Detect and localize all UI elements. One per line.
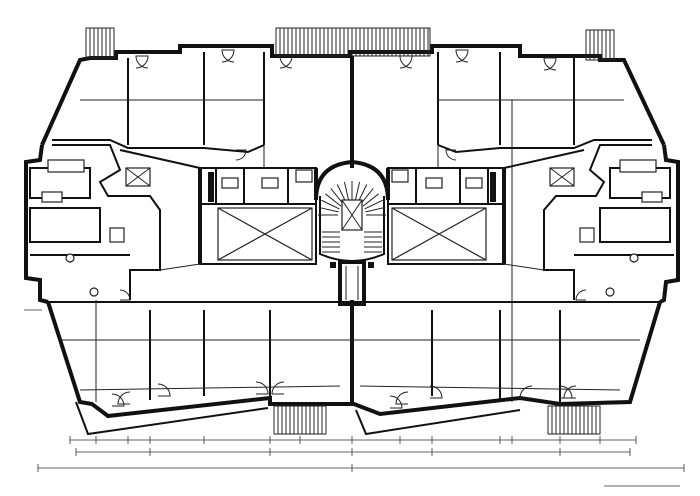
light-wells (217, 207, 487, 261)
doors (111, 49, 587, 409)
balcony-left (75, 401, 269, 436)
balcony-right (355, 409, 521, 436)
bottom-grilles (273, 405, 601, 435)
west-wall (24, 144, 49, 304)
east-wall (659, 144, 680, 304)
south-wall (46, 301, 662, 419)
interior-walls (29, 52, 674, 404)
dimension-lines (24, 309, 685, 472)
fixtures (41, 159, 663, 297)
top-grilles (85, 27, 615, 61)
central-staircase (314, 159, 390, 306)
